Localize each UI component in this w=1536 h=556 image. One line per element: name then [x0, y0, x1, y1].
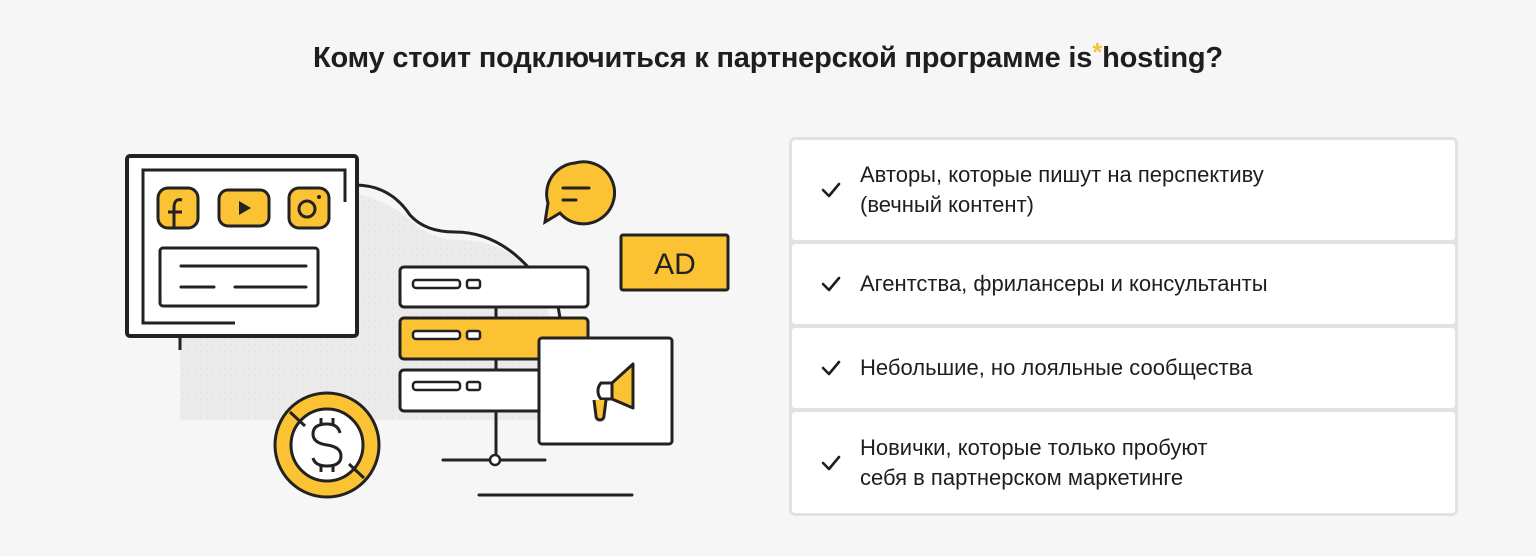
title-prefix: Кому стоит подключиться к партнерской пр…	[313, 42, 1093, 74]
affiliate-illustration: AD	[125, 154, 730, 499]
youtube-icon	[217, 188, 271, 228]
list-item: Агентства, фрилансеры и консультанты	[792, 244, 1455, 324]
list-item: Новички, которые только пробуют себя в п…	[792, 412, 1455, 513]
check-icon	[821, 360, 841, 376]
browser-window	[125, 154, 359, 350]
audience-list: Авторы, которые пишут на перспективу (ве…	[789, 137, 1458, 516]
list-item-text: Авторы, которые пишут на перспективу (ве…	[860, 162, 1264, 217]
list-item-text: Агентства, фрилансеры и консультанты	[860, 271, 1268, 296]
title-suffix: hosting?	[1102, 42, 1223, 74]
list-item-text: Небольшие, но лояльные сообщества	[860, 355, 1253, 380]
chat-bubble-icon	[543, 160, 616, 226]
check-icon	[821, 276, 841, 292]
list-item: Авторы, которые пишут на перспективу (ве…	[792, 140, 1455, 240]
facebook-icon	[156, 186, 200, 230]
page-title: Кому стоит подключиться к партнерской пр…	[0, 37, 1536, 75]
check-icon	[821, 182, 841, 198]
list-item-text: Новички, которые только пробуют себя в п…	[860, 434, 1208, 490]
dollar-coin-icon	[273, 391, 381, 499]
list-item: Небольшие, но лояльные сообщества	[792, 328, 1455, 408]
brand-star-icon: *	[1092, 37, 1103, 67]
svg-text:AD: AD	[654, 248, 696, 281]
ad-badge: AD	[619, 233, 730, 292]
check-icon	[821, 455, 841, 470]
instagram-icon	[287, 186, 331, 230]
megaphone-icon	[537, 336, 674, 446]
